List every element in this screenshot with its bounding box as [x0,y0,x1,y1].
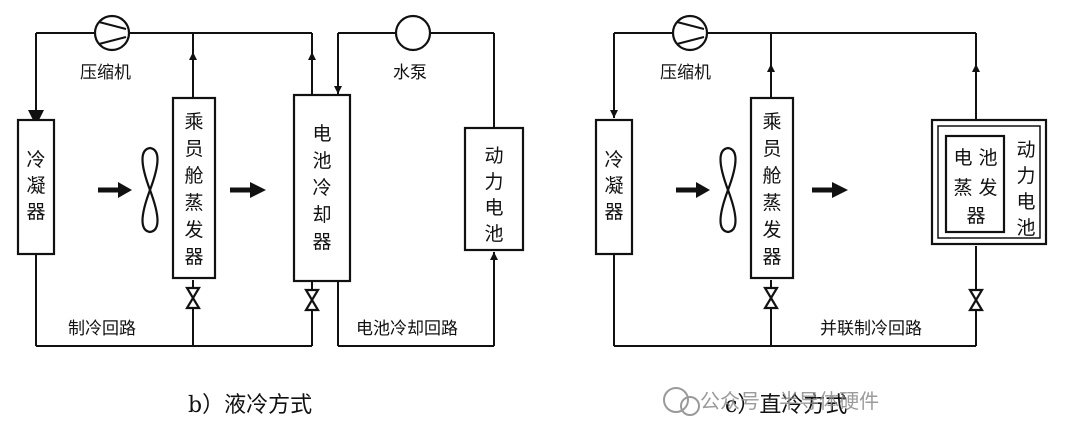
airflow-arrow-right [812,182,848,198]
wechat-icon [663,387,689,413]
power-battery-label: 动 力 电 池 [1016,139,1035,239]
compressor-icon [93,14,131,52]
expansion-valve-icon [185,286,201,310]
compressor-icon [671,14,709,52]
svg-text:器: 器 [184,246,203,268]
water-pump-icon [394,14,432,52]
watermark: 公众号 · 半导体硬件 [663,387,879,416]
svg-text:池: 池 [978,147,997,169]
battery-cooling-loop-label: 电池冷却回路 [356,319,458,339]
svg-text:力: 力 [484,171,503,193]
power-battery-box [463,126,525,252]
svg-text:冷: 冷 [312,177,331,199]
svg-text:凝: 凝 [26,175,45,197]
expansion-valve-icon [304,288,320,312]
airflow-arrow-left [676,182,710,198]
svg-text:电: 电 [1016,191,1035,213]
compressor-label: 压缩机 [80,63,131,83]
fan-icon [141,146,159,234]
svg-text:发: 发 [184,219,203,241]
battery-chiller-label: 电 池 冷 却 器 [312,123,331,253]
svg-text:器: 器 [762,246,781,268]
svg-text:冷: 冷 [604,149,623,171]
svg-text:发: 发 [762,219,781,241]
svg-text:器: 器 [604,201,623,223]
power-battery-label: 动 力 电 池 [484,145,503,245]
parallel-loop-lines [610,32,980,347]
battery-evaporator-label: 电 池 蒸 发 器 [953,147,997,227]
svg-text:公众号 · 半导体硬件: 公众号 · 半导体硬件 [700,389,879,413]
condenser-box [16,118,56,256]
compressor-label: 压缩机 [660,63,711,83]
svg-text:员: 员 [184,138,203,160]
svg-text:电: 电 [312,123,331,145]
svg-text:乘: 乘 [762,111,781,133]
cabin-evaporator-box [171,96,217,280]
condenser-label: 冷 凝 器 [604,149,623,223]
airflow-arrow-left [98,182,132,198]
svg-text:却: 却 [312,204,331,226]
svg-text:器: 器 [312,231,331,253]
cabin-evaporator-label: 乘 员 舱 蒸 发 器 [184,111,203,268]
svg-text:乘: 乘 [184,111,203,133]
expansion-valve-icon [763,286,779,310]
svg-text:池: 池 [312,150,331,172]
svg-text:舱: 舱 [184,165,203,187]
battery-chiller-box [292,93,352,283]
svg-text:池: 池 [1016,217,1035,239]
fan-icon [719,146,737,234]
svg-text:冷: 冷 [26,149,45,171]
svg-text:动: 动 [1016,139,1035,161]
caption-liquid-cooling: b）液冷方式 [188,393,312,418]
water-pump-label: 水泵 [393,63,427,83]
cabin-evaporator-label: 乘 员 舱 蒸 发 器 [762,111,781,268]
svg-text:蒸: 蒸 [184,192,203,214]
airflow-arrow-right [230,182,266,198]
svg-text:发: 发 [978,177,997,199]
caption-direct-cooling: c）直冷方式 [725,393,847,418]
svg-text:舱: 舱 [762,165,781,187]
direct-cooling-diagram: 压缩机 冷 凝 器 乘 员 舱 蒸 发 器 [594,14,1048,418]
refrigeration-loop-label: 制冷回路 [68,319,136,339]
svg-text:员: 员 [762,138,781,160]
svg-text:力: 力 [1016,165,1035,187]
svg-text:电: 电 [484,197,503,219]
condenser-box [594,118,634,256]
parallel-loop-label: 并联制冷回路 [820,319,922,339]
liquid-cooling-diagram: 压缩机 冷 凝 器 乘 员 舱 蒸 发 器 [16,14,525,418]
svg-text:蒸: 蒸 [953,177,972,199]
expansion-valve-icon [968,288,984,312]
svg-text:蒸: 蒸 [762,192,781,214]
svg-text:器: 器 [26,201,45,223]
condenser-label: 冷 凝 器 [26,149,45,223]
svg-text:池: 池 [484,223,503,245]
battery-cooling-loop-lines [334,32,498,347]
svg-text:动: 动 [484,145,503,167]
battery-evaporator-box [944,134,1006,234]
svg-text:凝: 凝 [604,175,623,197]
svg-text:电: 电 [953,147,972,169]
cabin-evaporator-box [749,96,795,280]
svg-text:器: 器 [966,205,985,227]
